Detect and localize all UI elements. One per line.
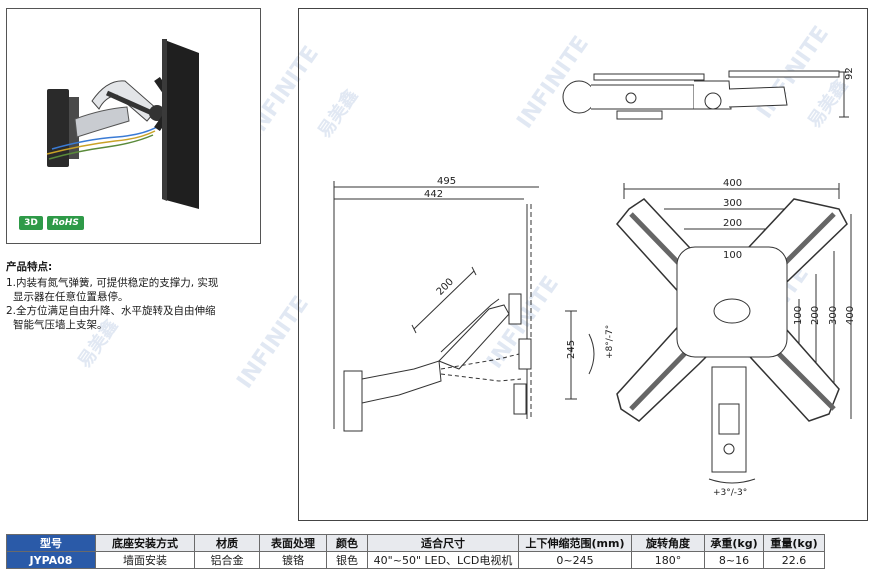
feature-line-1b: 显示器在任意位置悬停。 [13, 291, 129, 303]
product-photo: 3D RoHS [6, 8, 261, 244]
dim-side-arm-len: 200 [435, 276, 456, 297]
dim-front-w100: 100 [723, 250, 742, 261]
cell-load: 8~16 [704, 551, 764, 569]
side-view [333, 181, 595, 432]
product-features: 产品特点: 1.内装有氮气弹簧, 可提供稳定的支撑力, 实现 显示器在任意位置悬… [6, 260, 256, 332]
front-view [616, 183, 852, 484]
header-lift-range: 上下伸缩范围(mm) [518, 534, 632, 552]
dim-side-tilt: +8°/-7° [605, 325, 615, 359]
cell-lift-range: 0~245 [518, 551, 632, 569]
feature-line-2: 2.全方位满足自由升降、水平旋转及自由伸缩 [6, 305, 216, 317]
dim-front-w300: 300 [723, 198, 742, 209]
table-row: JYPA08 墙面安装 铝合金 镀铬 银色 40"~50" LED、LCD电视机… [6, 551, 825, 569]
technical-drawing: 92 495 442 200 245 +8°/-7° 400 300 200 1… [298, 8, 868, 521]
dim-front-h200: 200 [810, 306, 821, 325]
drawing-svg: 92 495 442 200 245 +8°/-7° 400 300 200 1… [333, 67, 856, 498]
spec-header-row: 型号 底座安装方式 材质 表面处理 颜色 适合尺寸 上下伸缩范围(mm) 旋转角… [6, 534, 825, 552]
dim-top-height: 92 [844, 67, 855, 80]
cell-material: 铝合金 [194, 551, 260, 569]
header-weight: 重量(kg) [763, 534, 825, 552]
header-load: 承重(kg) [704, 534, 764, 552]
cell-screen-size: 40"~50" LED、LCD电视机 [367, 551, 519, 569]
dim-side-lift: 245 [566, 340, 577, 359]
header-rotation: 旋转角度 [631, 534, 705, 552]
features-title: 产品特点: [6, 261, 53, 273]
rohs-badge: RoHS [47, 216, 84, 230]
dim-front-h100: 100 [793, 306, 804, 325]
dim-front-w400: 400 [723, 178, 742, 189]
dim-front-h400: 400 [845, 306, 856, 325]
cell-mount-type: 墙面安装 [95, 551, 195, 569]
dim-front-h300: 300 [828, 306, 839, 325]
monitor-arm-illustration [46, 39, 199, 209]
top-view [562, 70, 849, 120]
3d-badge: 3D [19, 216, 43, 230]
cell-color: 银色 [326, 551, 368, 569]
header-mount-type: 底座安装方式 [95, 534, 195, 552]
feature-line-1: 1.内装有氮气弹簧, 可提供稳定的支撑力, 实现 [6, 277, 219, 289]
dim-side-total: 495 [437, 176, 456, 187]
header-material: 材质 [194, 534, 260, 552]
cell-rotation: 180° [631, 551, 705, 569]
header-finish: 表面处理 [259, 534, 327, 552]
dim-front-rot: +3°/-3° [713, 488, 747, 498]
cell-model: JYPA08 [6, 551, 96, 569]
cell-weight: 22.6 [763, 551, 825, 569]
header-color: 颜色 [326, 534, 368, 552]
spec-table: 型号 底座安装方式 材质 表面处理 颜色 适合尺寸 上下伸缩范围(mm) 旋转角… [6, 534, 825, 569]
header-model: 型号 [6, 534, 96, 552]
feature-line-2b: 智能气压墙上支架。 [13, 319, 108, 331]
header-screen-size: 适合尺寸 [367, 534, 519, 552]
dim-side-arm: 442 [424, 189, 443, 200]
dim-front-w200: 200 [723, 218, 742, 229]
cell-finish: 镀铬 [259, 551, 327, 569]
